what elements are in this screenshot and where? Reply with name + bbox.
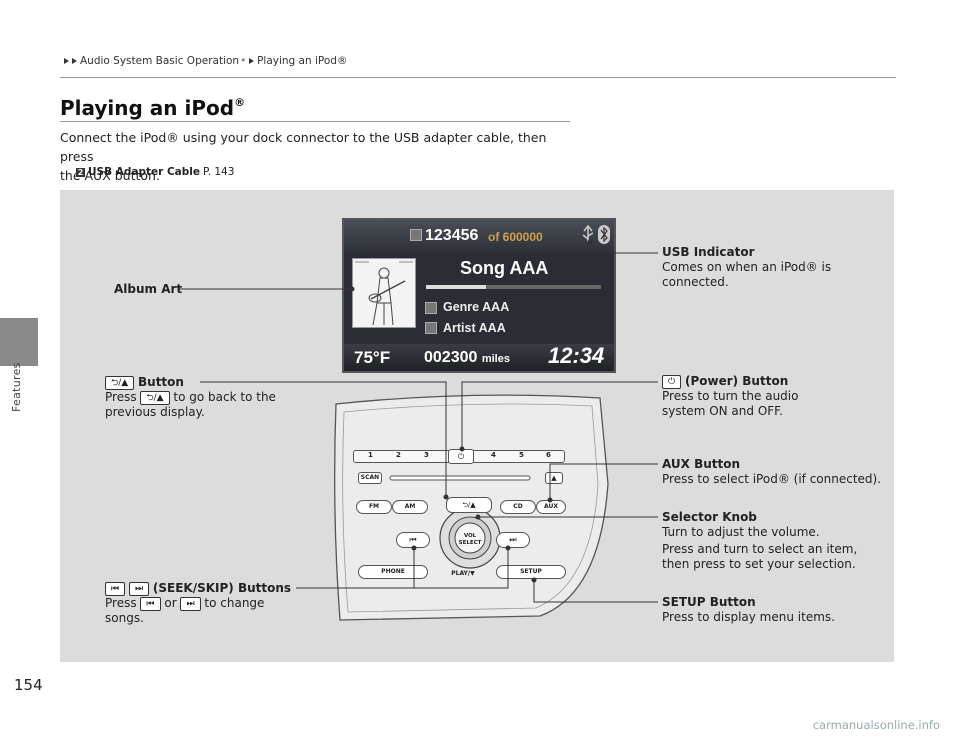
back-key-icon: ⮌/▲ (105, 375, 135, 390)
breadcrumb-arrow-icon (64, 58, 69, 64)
breadcrumb-link-audio[interactable]: Audio System Basic Operation (80, 55, 240, 67)
artist-icon (425, 322, 437, 334)
breadcrumb-arrow-icon (72, 58, 77, 64)
breadcrumb-arrow-icon (249, 58, 255, 64)
preset-4-button[interactable]: 4 (491, 451, 496, 459)
cross-reference-link[interactable]: 2 USB Adapter Cable P. 143 (76, 166, 235, 178)
preset-6-button[interactable]: 6 (546, 451, 551, 459)
power-button-callout: ⏻ (Power) Button Press to turn the audio… (662, 374, 799, 418)
album-art-callout: Album Art (114, 282, 183, 296)
reference-arrow-icon: 2 (76, 167, 85, 177)
seek-forward-icon: ⏭ (180, 596, 201, 611)
preset-1-button[interactable]: 1 (368, 451, 373, 459)
clock: 12:34 (548, 343, 605, 368)
seek-back-icon: ⏮ (140, 596, 161, 611)
am-button[interactable]: AM (392, 500, 428, 514)
selector-knob[interactable]: VOL SELECT (458, 533, 482, 546)
display-header-band (344, 220, 614, 252)
watermark: carmanualsonline.info (812, 718, 940, 732)
guitarist-icon (355, 261, 413, 326)
section-tab (0, 318, 38, 366)
header-divider (60, 77, 896, 78)
preset-2-button[interactable]: 2 (396, 451, 401, 459)
power-icon: ⏻ (662, 374, 682, 389)
genre-name: Genre AAA (443, 300, 510, 314)
preset-5-button[interactable]: 5 (519, 451, 524, 459)
back-button[interactable]: ⮌/▲ (446, 497, 492, 513)
breadcrumb-current: Playing an iPod® (257, 55, 348, 67)
seek-back-icon: ⏮ (105, 581, 126, 596)
seek-forward-button[interactable]: ⏭ (496, 532, 530, 548)
back-button-callout: ⮌/▲ Button Press ⮌/▲ to go back to the p… (105, 375, 276, 419)
page-title: Playing an iPod® (60, 96, 246, 120)
playback-progress-track (426, 285, 601, 289)
song-title: Song AAA (460, 258, 549, 278)
artist-name: Artist AAA (443, 321, 506, 335)
fm-button[interactable]: FM (356, 500, 392, 514)
album-art-image (352, 258, 416, 328)
preset-3-button[interactable]: 3 (424, 451, 429, 459)
title-divider (60, 121, 570, 122)
usb-bluetooth-indicator-icon (582, 224, 610, 244)
scan-button[interactable]: SCAN (358, 472, 382, 484)
phone-button[interactable]: PHONE (358, 565, 428, 579)
setup-button[interactable]: SETUP (496, 565, 566, 579)
back-key-icon: ⮌/▲ (140, 390, 170, 405)
seek-back-button[interactable]: ⏮ (396, 532, 430, 548)
track-number: 123456 (425, 227, 479, 244)
selector-knob-callout: Selector Knob Turn to adjust the volume.… (662, 510, 858, 571)
cd-button[interactable]: CD (500, 500, 536, 514)
seek-skip-callout: ⏮ ⏭ (SEEK/SKIP) Buttons Press ⏮ or ⏭ to … (105, 581, 292, 625)
page-number: 154 (14, 676, 43, 694)
track-total: of 600000 (488, 230, 543, 244)
play-button[interactable]: PLAY/▼ (451, 570, 475, 577)
odometer: 002300 miles (424, 349, 510, 366)
music-note-icon (410, 229, 422, 241)
seek-forward-icon: ⏭ (128, 581, 150, 596)
breadcrumb: Audio System Basic Operation * Playing a… (64, 55, 347, 67)
breadcrumb-star: * (241, 56, 246, 66)
outside-temperature: 75°F (354, 348, 391, 367)
display-footer-band (344, 344, 614, 371)
genre-icon (425, 302, 437, 314)
playback-progress-fill (426, 285, 486, 289)
